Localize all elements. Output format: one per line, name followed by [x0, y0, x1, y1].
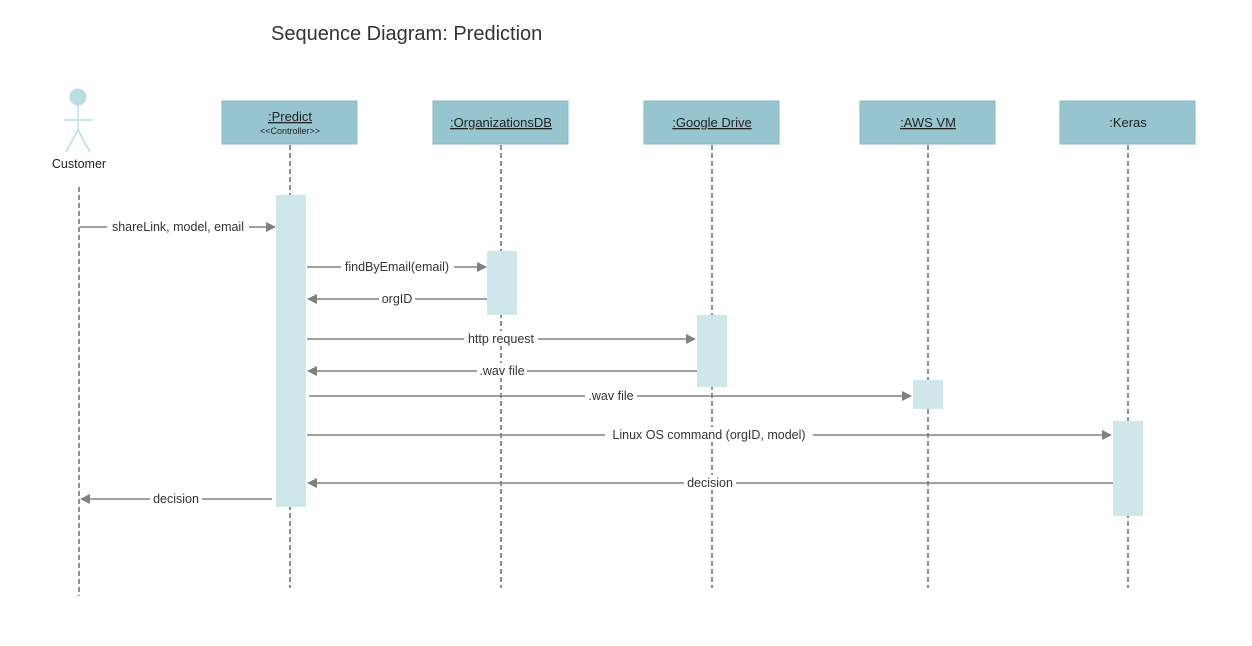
gdrive-label: :Google Drive [672, 115, 751, 130]
message-http-request: http request [307, 331, 696, 346]
actor-left-leg [65, 129, 79, 153]
message-label-bg [379, 291, 415, 306]
message-label: .wav file [479, 364, 524, 378]
aws-label: :AWS VM [900, 115, 956, 130]
message-label-bg [107, 219, 249, 234]
keras-activation [1113, 421, 1143, 516]
orgdb-label: :OrganizationsDB [450, 115, 552, 130]
message-label: decision [687, 476, 733, 490]
message-label: http request [468, 332, 535, 346]
gdrive-box [643, 100, 780, 145]
predict-box [221, 100, 358, 145]
lifeline-organizationsdb: :OrganizationsDB [432, 100, 569, 588]
message-label-bg [477, 363, 527, 378]
diagram-title: Sequence Diagram: Prediction [271, 23, 542, 45]
message-findbyemail: findByEmail(email) [307, 259, 487, 274]
lifeline-aws-vm: :AWS VM [859, 100, 996, 588]
message-decision-return: decision [307, 475, 1113, 490]
message-label-bg [341, 259, 454, 274]
actor-right-leg [77, 129, 91, 153]
aws-activation [913, 380, 943, 409]
message-decision-customer: decision [80, 491, 272, 506]
message-wav-file-return: .wav file [307, 363, 697, 378]
message-label-bg [464, 331, 538, 346]
message-label: Linux OS command (orgID, model) [612, 428, 805, 442]
message-label: findByEmail(email) [345, 260, 449, 274]
orgdb-activation [487, 251, 517, 315]
actor-label: Customer [52, 157, 106, 171]
predict-label: :Predict [268, 109, 312, 124]
aws-box [859, 100, 996, 145]
message-linux-command: Linux OS command (orgID, model) [307, 427, 1112, 442]
message-label-bg [605, 427, 813, 442]
message-label-bg [585, 388, 637, 403]
gdrive-activation [697, 315, 727, 387]
message-wav-file-aws: .wav file [309, 388, 912, 403]
actor-head-icon [69, 88, 87, 106]
message-label-bg [150, 491, 202, 506]
message-label: decision [153, 492, 199, 506]
keras-box [1059, 100, 1196, 145]
keras-label: :Keras [1109, 115, 1147, 130]
orgdb-box [432, 100, 569, 145]
message-label: orgID [382, 292, 413, 306]
message-orgid: orgID [307, 291, 487, 306]
message-sharelink: shareLink, model, email [80, 219, 276, 234]
message-label-bg [684, 475, 736, 490]
lifeline-google-drive: :Google Drive [643, 100, 780, 588]
predict-activation [276, 195, 306, 507]
message-label: .wav file [588, 389, 633, 403]
message-label: shareLink, model, email [112, 220, 244, 234]
predict-stereotype: <<Controller>> [260, 126, 320, 136]
actor-customer: Customer [52, 88, 106, 596]
